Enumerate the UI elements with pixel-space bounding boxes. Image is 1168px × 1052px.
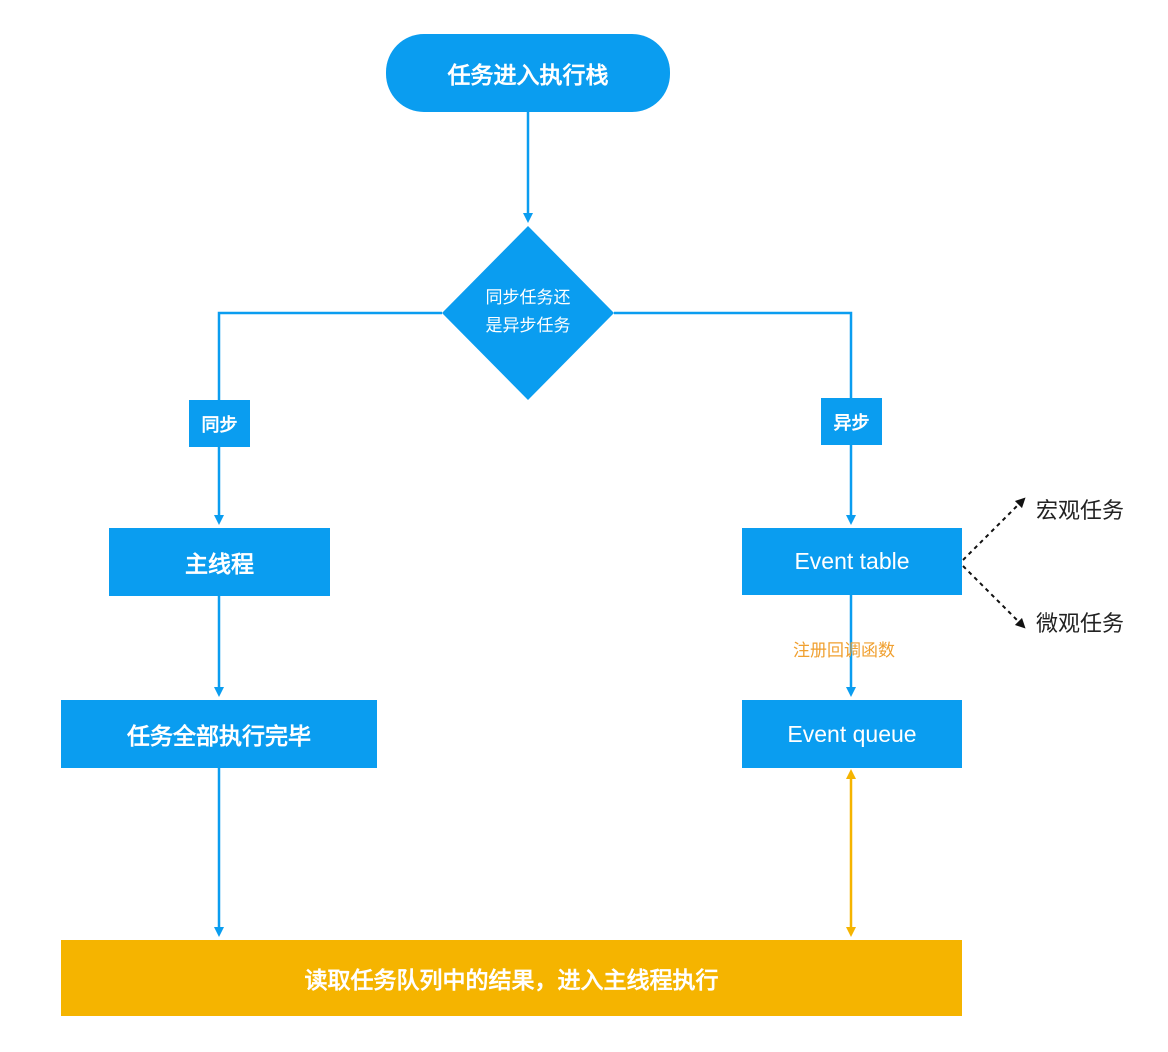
decision-label-line1: 同步任务还 — [485, 288, 571, 308]
all-done-label: 任务全部执行完毕 — [127, 724, 311, 750]
event-table-node: Event table — [742, 528, 962, 595]
event-queue-node: Event queue — [742, 700, 962, 768]
sync-tag-label: 同步 — [201, 414, 238, 436]
start-node-label: 任务进入执行栈 — [447, 63, 609, 89]
async-tag-label: 异步 — [833, 412, 870, 434]
decision-label-line2: 是异步任务 — [485, 316, 571, 336]
all-done-node: 任务全部执行完毕 — [61, 700, 377, 768]
macro-task-label: 宏观任务 — [1036, 499, 1125, 524]
start-node: 任务进入执行栈 — [386, 34, 670, 112]
event-queue-label: Event queue — [787, 720, 917, 747]
edge-event-table-to-micro — [962, 565, 1026, 629]
async-tag: 异步 — [821, 398, 882, 445]
read-queue-node: 读取任务队列中的结果，进入主线程执行 — [61, 940, 962, 1016]
sync-tag: 同步 — [189, 400, 250, 447]
event-table-label: Event table — [794, 548, 910, 574]
register-callback-label: 注册回调函数 — [793, 641, 895, 661]
main-thread-node: 主线程 — [109, 528, 330, 596]
micro-task-label: 微观任务 — [1036, 612, 1125, 637]
read-queue-label: 读取任务队列中的结果，进入主线程执行 — [304, 968, 719, 994]
edge-decision-to-sync — [217, 311, 442, 400]
decision-diamond — [442, 226, 614, 400]
edge-decision-to-async — [614, 311, 853, 398]
main-thread-label: 主线程 — [185, 552, 254, 578]
decision-label: 同步任务还 是异步任务 — [458, 284, 598, 340]
edge-event-table-to-macro — [962, 497, 1026, 561]
